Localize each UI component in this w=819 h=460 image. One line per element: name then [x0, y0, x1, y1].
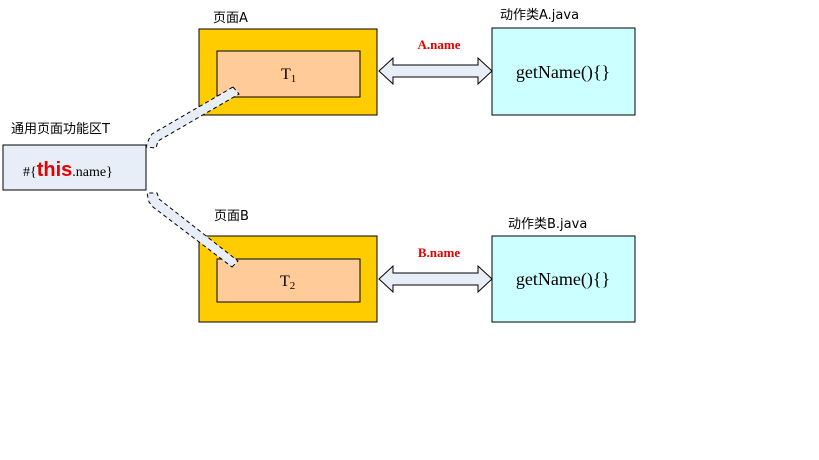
page-b-inner-label: T2 [280, 273, 295, 292]
action-a-title: 动作类A.java [500, 8, 579, 23]
action-b-box [491, 235, 636, 323]
action-a-method: getName(){} [516, 62, 610, 83]
common-area-expression: #{this.name} [23, 159, 113, 181]
page-a-inner-box [216, 50, 361, 98]
page-b-inner-box [216, 258, 361, 303]
pointer-t1-to-common [145, 86, 240, 149]
binding-b-arrow [378, 264, 493, 294]
pointer-t2-to-common [146, 192, 239, 268]
page-a-inner-label: T1 [281, 66, 296, 85]
common-area-box [2, 144, 147, 191]
action-b-method: getName(){} [516, 269, 610, 290]
binding-a-label: A.name [418, 37, 461, 52]
binding-a-arrow [378, 56, 493, 86]
this-keyword: this [37, 159, 73, 181]
binding-b-label: B.name [418, 245, 460, 260]
common-area-title: 通用页面功能区T [11, 122, 110, 137]
page-a-title: 页面A [213, 11, 248, 26]
page-b-title: 页面B [214, 209, 249, 224]
action-b-title: 动作类B.java [508, 217, 587, 232]
